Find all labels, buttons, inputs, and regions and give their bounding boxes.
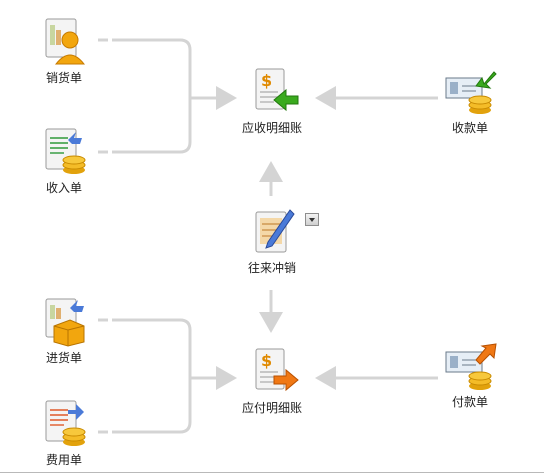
- document-coins-arrow-icon: [45, 400, 86, 446]
- document-pen-icon: [255, 209, 295, 253]
- expense-order-label: 费用单: [45, 453, 82, 467]
- offset-node[interactable]: 往来冲销: [236, 206, 308, 275]
- income-order-node[interactable]: 收入单: [36, 126, 92, 195]
- receivable-ledger-label: 应收明细账: [241, 121, 302, 135]
- cheque-coins-outgoing-icon: [445, 343, 497, 390]
- purchase-order-label: 进货单: [45, 351, 82, 365]
- receipt-order-node[interactable]: 收款单: [438, 66, 502, 135]
- document-box-icon: [45, 298, 85, 347]
- connector-purchase-expense: [98, 318, 192, 434]
- bottom-divider: [0, 472, 544, 473]
- payment-order-label: 付款单: [451, 395, 488, 409]
- payable-ledger-label: 应付明细账: [241, 401, 302, 415]
- sales-order-node[interactable]: 销货单: [36, 16, 92, 85]
- income-order-label: 收入单: [45, 181, 82, 195]
- ledger-incoming-icon: $: [255, 68, 299, 112]
- document-coins-icon: [45, 128, 86, 174]
- svg-text:$: $: [261, 71, 272, 90]
- document-user-icon: [45, 18, 86, 65]
- purchase-order-node[interactable]: 进货单: [36, 296, 92, 365]
- offset-label: 往来冲销: [247, 261, 296, 275]
- expense-order-node[interactable]: 费用单: [36, 398, 92, 467]
- payable-ledger-node[interactable]: $ 应付明细账: [236, 346, 308, 415]
- ledger-outgoing-icon: $: [255, 348, 299, 392]
- offset-dropdown-button[interactable]: [305, 213, 319, 226]
- cheque-coins-incoming-icon: [445, 71, 497, 114]
- receivable-ledger-node[interactable]: $ 应收明细账: [236, 66, 308, 135]
- sales-order-label: 销货单: [45, 71, 82, 85]
- svg-text:$: $: [261, 351, 272, 370]
- receipt-order-label: 收款单: [451, 121, 488, 135]
- payment-order-node[interactable]: 付款单: [438, 340, 502, 409]
- connector-sales-income: [98, 38, 192, 154]
